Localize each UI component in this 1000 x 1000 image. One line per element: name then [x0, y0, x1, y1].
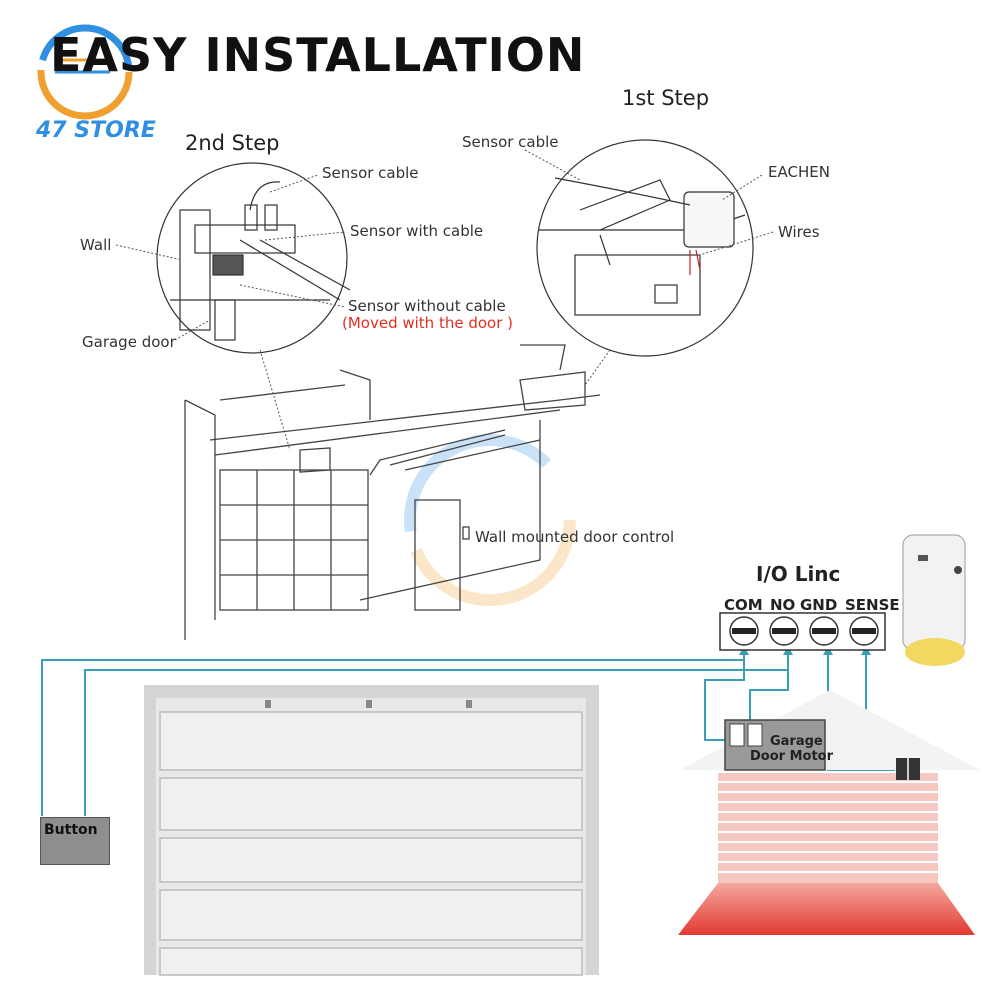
button-box: [40, 817, 110, 865]
garage-door-motor: [724, 719, 826, 771]
step2-detail-circle: [156, 162, 351, 354]
step2-moved-with-door-note: (Moved with the door ): [342, 314, 514, 332]
step2-sensor-with-cable-label: Sensor with cable: [350, 222, 484, 240]
brand-logo: [37, 24, 133, 120]
step1-detail-circle: [536, 139, 754, 357]
step1-title: 1st Step: [622, 86, 710, 110]
io-linc-title: I/O Linc: [756, 562, 841, 586]
garage-door-photo: [144, 685, 599, 976]
motor-label-line1: Garage: [770, 734, 823, 749]
step1-wires-label: Wires: [778, 223, 820, 241]
step2-sensor-without-cable-label: Sensor without cable: [348, 297, 506, 315]
terminal-com-label: COM: [724, 596, 763, 614]
garage-interior-sketch: [184, 344, 601, 640]
wall-control-label: Wall mounted door control: [475, 528, 675, 546]
step1-sensor-cable-label: Sensor cable: [462, 133, 559, 151]
brand-name: 47 STORE: [36, 118, 156, 143]
step2-leader-lines: [115, 174, 346, 451]
step2-wall-label: Wall: [80, 236, 112, 254]
terminal-gnd-label: GND: [800, 596, 838, 614]
step1-eachen-label: EACHEN: [768, 163, 830, 181]
step2-garage-door-label: Garage door: [82, 333, 176, 351]
button-label: Button: [44, 822, 98, 838]
smart-controller-device: [902, 534, 966, 666]
house-roll-door: [678, 690, 980, 935]
motor-label-line2: Door Motor: [750, 749, 834, 764]
step1-leader-lines: [524, 149, 774, 386]
watermark-logo: [404, 434, 576, 606]
terminal-no-label: NO: [770, 596, 796, 614]
io-linc-terminal-block: [719, 612, 886, 651]
step2-title: 2nd Step: [185, 131, 280, 155]
step2-sensor-cable-label: Sensor cable: [322, 164, 419, 182]
page-title: EASY INSTALLATION: [50, 28, 586, 82]
terminal-sense-label: SENSE: [845, 596, 900, 614]
